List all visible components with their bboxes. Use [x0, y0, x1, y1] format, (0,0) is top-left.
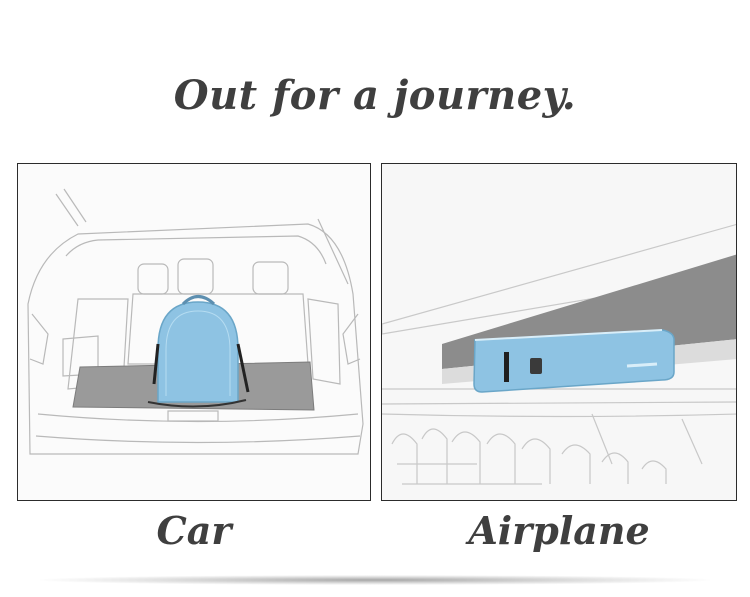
- airplane-caption: Airplane: [468, 508, 650, 553]
- airplane-cabin-illustration: [382, 223, 736, 485]
- bottom-shadow-divider: [40, 575, 710, 585]
- car-caption: Car: [156, 508, 232, 553]
- pet-carrier-bag-flat-icon: [473, 329, 675, 393]
- airplane-image-panel: [381, 163, 737, 501]
- car-trunk-illustration: [27, 188, 364, 455]
- page-title: Out for a journey.: [173, 72, 577, 119]
- pet-carrier-bag-icon: [147, 295, 250, 408]
- car-image-panel: [17, 163, 371, 501]
